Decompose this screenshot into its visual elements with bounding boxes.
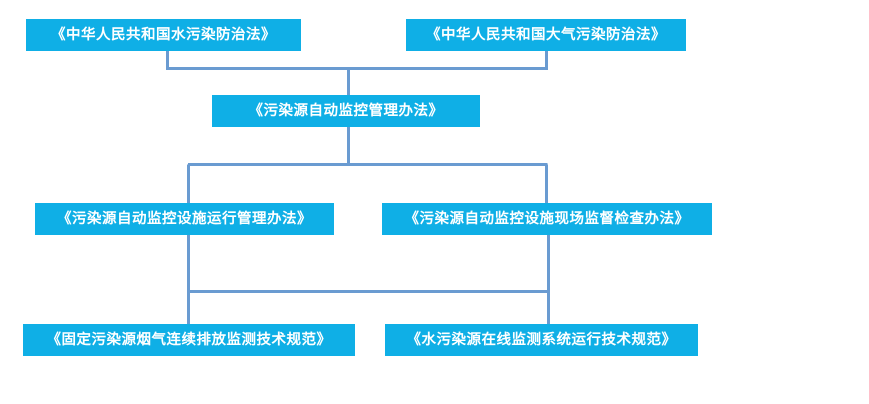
node-law-water-label: 《中华人民共和国水污染防治法》 [51,26,276,43]
node-measure-site-supervision-label: 《污染源自动监控设施现场监督检查办法》 [404,210,690,227]
node-measure-facility-operation-label: 《污染源自动监控设施运行管理办法》 [57,210,312,227]
node-spec-flue-gas[interactable]: 《固定污染源烟气连续排放监测技术规范》 [23,324,355,356]
node-measure-auto-monitor-label: 《污染源自动监控管理办法》 [248,102,444,119]
node-spec-water-online[interactable]: 《水污染源在线监测系统运行技术规范》 [385,324,698,356]
node-measure-facility-operation[interactable]: 《污染源自动监控设施运行管理办法》 [35,203,334,235]
node-spec-flue-gas-label: 《固定污染源烟气连续排放监测技术规范》 [46,331,332,348]
node-law-air[interactable]: 《中华人民共和国大气污染防治法》 [406,19,686,51]
node-measure-site-supervision[interactable]: 《污染源自动监控设施现场监督检查办法》 [382,203,712,235]
node-law-water[interactable]: 《中华人民共和国水污染防治法》 [26,19,301,51]
node-spec-water-online-label: 《水污染源在线监测系统运行技术规范》 [406,331,677,348]
node-measure-auto-monitor[interactable]: 《污染源自动监控管理办法》 [212,95,480,127]
node-law-air-label: 《中华人民共和国大气污染防治法》 [426,26,666,43]
